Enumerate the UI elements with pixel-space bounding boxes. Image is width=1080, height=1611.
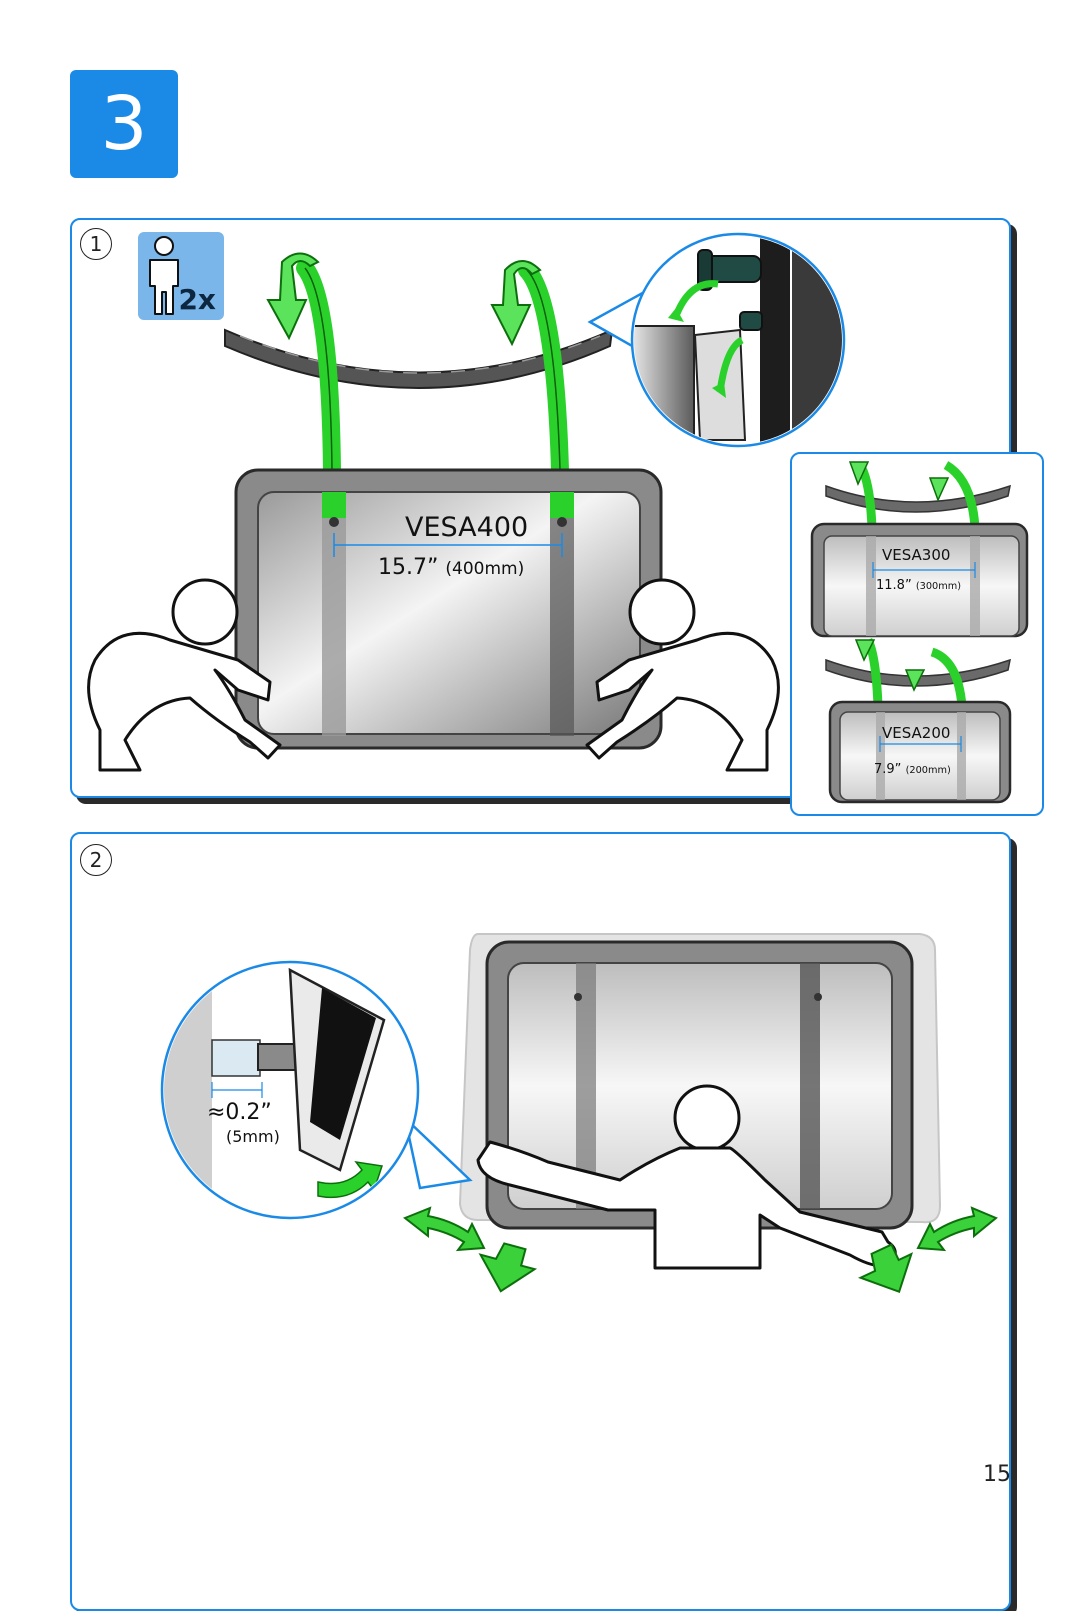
tv-adjust-main — [485, 940, 914, 1230]
arrow-down-right-2 — [857, 1243, 914, 1294]
two-person-badge: 2x — [138, 232, 224, 320]
arrow-tilt-left — [403, 1206, 486, 1252]
tv-vesa200 — [825, 637, 1012, 804]
arrow-tilt-right — [916, 1206, 998, 1252]
tv-vesa300 — [810, 461, 1029, 638]
substep-2-number: 2 — [80, 844, 112, 876]
person-adjusting — [476, 1084, 897, 1270]
arrow-down-left-2 — [478, 1242, 538, 1293]
tv-vesa400 — [234, 468, 663, 750]
mounting-illustration — [87, 232, 1029, 1294]
step-number-badge: 3 — [70, 70, 178, 178]
vesa400-label: VESA400 — [405, 512, 529, 543]
person-count: 2x — [178, 283, 216, 316]
vesa200-label: VESA200 — [882, 724, 951, 742]
vesa300-dimension-inch: 11.8” — [876, 578, 912, 593]
vesa400-dimension-inch: 15.7” — [378, 555, 439, 580]
vesa300-label: VESA300 — [882, 546, 951, 564]
person-left — [87, 578, 282, 772]
gap-value-mm: (5mm) — [226, 1127, 280, 1146]
zoom-hook-detail — [587, 232, 846, 448]
vesa400-dimension: 15.7” (400mm) — [378, 555, 524, 580]
vesa200-dimension-inch: 7.9” — [874, 762, 902, 777]
vesa400-dimension-mm: (400mm) — [445, 559, 525, 579]
page-number: 15 — [983, 1462, 1011, 1487]
person-right — [585, 578, 780, 772]
vesa300-dimension-mm: (300mm) — [915, 581, 962, 592]
strap-right — [518, 261, 569, 479]
strap-left — [296, 259, 341, 479]
vesa200-dimension-mm: (200mm) — [905, 765, 951, 776]
arrow-down-right — [490, 260, 542, 347]
vesa200-dimension: 7.9” (200mm) — [874, 762, 951, 777]
arrow-down-left — [266, 252, 320, 341]
person-icon — [149, 236, 179, 315]
vesa300-dimension: 11.8” (300mm) — [876, 578, 961, 593]
gap-value: ≈0.2” — [207, 1100, 272, 1125]
zoom-gap-detail — [160, 960, 473, 1220]
substep-1-number: 1 — [80, 228, 112, 260]
